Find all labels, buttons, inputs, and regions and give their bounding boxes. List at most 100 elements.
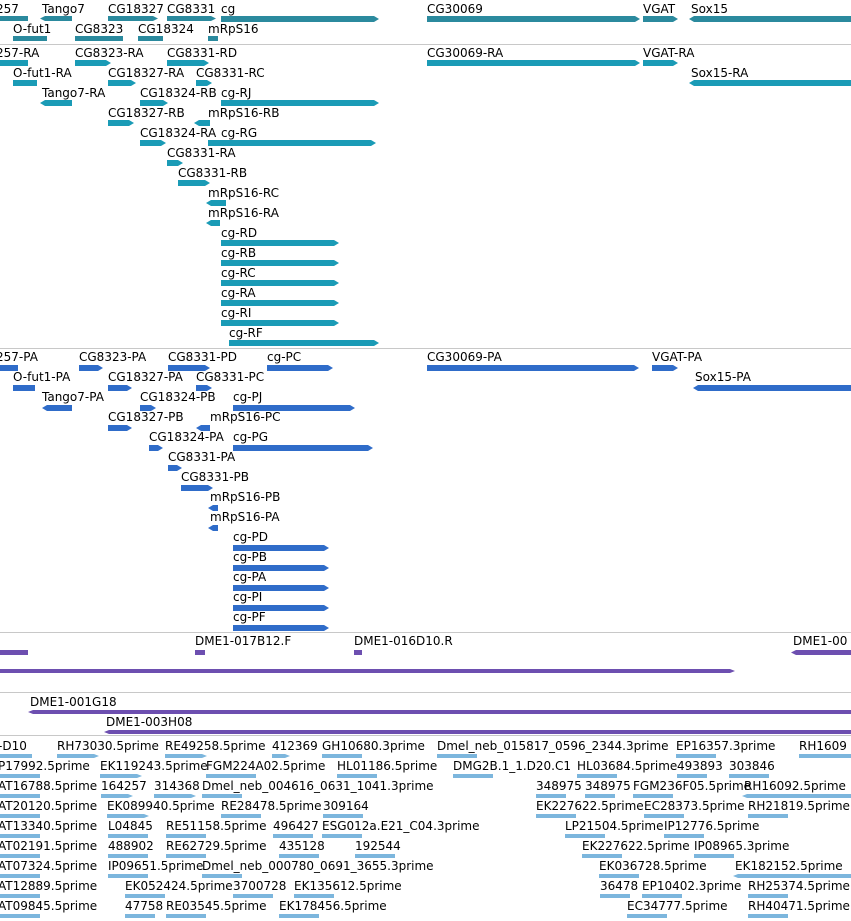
protein-label[interactable]: CG8331-PA <box>168 450 236 464</box>
est-label[interactable]: 314368 <box>154 779 200 793</box>
protein-feature-glyph[interactable] <box>229 601 331 615</box>
est-feature-glyph[interactable] <box>269 830 317 842</box>
gene-feature-glyph[interactable] <box>217 12 381 26</box>
est-feature-glyph[interactable] <box>275 910 323 921</box>
est-feature-glyph[interactable] <box>740 790 851 802</box>
protein-label[interactable]: cg-PB <box>233 550 268 564</box>
est-feature-glyph[interactable] <box>532 790 570 802</box>
transcript-label[interactable]: CG8331-RA <box>167 146 236 160</box>
est-label[interactable]: RE62729.5prime <box>166 839 267 853</box>
est-label[interactable]: 435128 <box>279 839 325 853</box>
gene-feature-glyph[interactable] <box>9 32 51 45</box>
est-label[interactable]: EK178456.5prime <box>279 899 387 913</box>
est-label[interactable]: AT16788.5prime <box>0 779 98 793</box>
est-feature-glyph[interactable] <box>351 850 399 862</box>
est-label[interactable]: RH40471.5prime <box>748 899 850 913</box>
transcript-feature-glyph[interactable] <box>71 56 113 70</box>
protein-feature-glyph[interactable] <box>229 541 331 555</box>
est-feature-glyph[interactable] <box>0 770 44 782</box>
est-feature-glyph[interactable] <box>0 850 44 862</box>
transcript-label[interactable]: CG18327-RA <box>108 66 185 80</box>
transcript-label[interactable]: cg-RI <box>221 306 252 320</box>
protein-label[interactable]: CG8323-PA <box>79 350 147 364</box>
est-label[interactable]: DMG2B.1_1.D20.C1 <box>453 759 571 773</box>
est-label[interactable]: EC34777.5prime <box>627 899 728 913</box>
est-label[interactable]: FGM236F05.5prime <box>633 779 752 793</box>
est-label[interactable]: EK089940.5prime <box>107 799 215 813</box>
transcript-label[interactable]: cg-RG <box>221 126 258 140</box>
est-feature-glyph[interactable] <box>532 810 580 822</box>
est-label[interactable]: RH73030.5prime <box>57 739 159 753</box>
gene-label[interactable]: Sox15 <box>691 2 728 16</box>
est-label[interactable]: RH25374.5prime <box>748 879 850 893</box>
est-label[interactable]: 303846 <box>729 759 775 773</box>
gene-feature-glyph[interactable] <box>687 12 851 26</box>
transcript-feature-glyph[interactable] <box>217 256 341 270</box>
est-feature-glyph[interactable] <box>690 850 738 862</box>
transcript-feature-glyph[interactable] <box>687 76 851 90</box>
protein-feature-glyph[interactable] <box>229 581 331 595</box>
est-label[interactable]: -D10 <box>0 739 27 753</box>
est-label[interactable]: EK135612.5prime <box>294 879 402 893</box>
gene-label[interactable]: 257 <box>0 2 19 16</box>
transcript-label[interactable]: cg-RB <box>221 246 257 260</box>
est-feature-glyph[interactable] <box>0 870 44 882</box>
est-feature-glyph[interactable] <box>103 810 151 822</box>
est-feature-glyph[interactable] <box>275 850 323 862</box>
est-feature-glyph[interactable] <box>573 770 621 782</box>
transcript-label[interactable]: 257-RA <box>0 46 40 60</box>
protein-feature-glyph[interactable] <box>229 401 357 415</box>
est-feature-glyph[interactable] <box>0 890 44 902</box>
protein-feature-glyph[interactable] <box>164 361 212 375</box>
est-feature-glyph[interactable] <box>623 910 671 921</box>
protein-feature-glyph[interactable] <box>75 361 105 375</box>
est-feature-glyph[interactable] <box>162 910 210 921</box>
protein-feature-glyph[interactable] <box>104 421 134 435</box>
clone-feature-glyph[interactable] <box>0 665 737 677</box>
transcript-feature-glyph[interactable] <box>639 56 680 70</box>
protein-feature-glyph[interactable] <box>136 401 158 415</box>
protein-feature-glyph[interactable] <box>691 381 851 395</box>
est-label[interactable]: AT12889.5prime <box>0 879 98 893</box>
transcript-feature-glyph[interactable] <box>204 196 230 210</box>
gene-feature-glyph[interactable] <box>0 12 32 25</box>
est-label[interactable]: EK227622.5prime <box>536 799 644 813</box>
est-feature-glyph[interactable] <box>97 790 135 802</box>
gene-label[interactable]: VGAT <box>643 2 676 16</box>
est-feature-glyph[interactable] <box>290 890 338 902</box>
gene-feature-glyph[interactable] <box>104 12 160 25</box>
est-label[interactable]: 348975 <box>536 779 582 793</box>
transcript-label[interactable]: cg-RC <box>221 266 256 280</box>
protein-feature-glyph[interactable] <box>423 361 641 375</box>
transcript-label[interactable]: CG18324-RA <box>140 126 217 140</box>
est-feature-glyph[interactable] <box>121 890 169 902</box>
est-feature-glyph[interactable] <box>595 870 643 882</box>
gene-label[interactable]: mRpS16 <box>208 22 259 36</box>
protein-feature-glyph[interactable] <box>263 361 335 375</box>
transcript-label[interactable]: CG18327-RB <box>108 106 185 120</box>
protein-feature-glyph[interactable] <box>145 441 165 455</box>
est-feature-glyph[interactable] <box>744 810 792 822</box>
transcript-label[interactable]: CG8331-RB <box>178 166 248 180</box>
gene-feature-glyph[interactable] <box>204 32 222 45</box>
est-label[interactable]: AT20120.5prime <box>0 799 98 813</box>
est-feature-glyph[interactable] <box>433 750 481 762</box>
transcript-feature-glyph[interactable] <box>136 96 170 110</box>
est-label[interactable]: 192544 <box>355 839 401 853</box>
transcript-label[interactable]: cg-RA <box>221 286 256 300</box>
est-label[interactable]: AT02191.5prime <box>0 839 98 853</box>
est-label[interactable]: EK227622.5prime <box>582 839 690 853</box>
transcript-feature-glyph[interactable] <box>174 176 212 190</box>
protein-feature-glyph[interactable] <box>177 481 215 495</box>
protein-label[interactable]: CG18324-PA <box>149 430 224 444</box>
est-feature-glyph[interactable] <box>673 770 711 782</box>
gene-label[interactable]: CG18324 <box>138 22 194 36</box>
gene-feature-glyph[interactable] <box>163 12 218 25</box>
transcript-feature-glyph[interactable] <box>136 136 168 150</box>
est-feature-glyph[interactable] <box>229 890 277 902</box>
transcript-feature-glyph[interactable] <box>217 96 381 110</box>
est-label[interactable]: L04845 <box>108 819 153 833</box>
est-feature-glyph[interactable] <box>161 750 209 762</box>
est-label[interactable]: 493893 <box>677 759 723 773</box>
clone-feature-glyph[interactable] <box>102 726 851 738</box>
